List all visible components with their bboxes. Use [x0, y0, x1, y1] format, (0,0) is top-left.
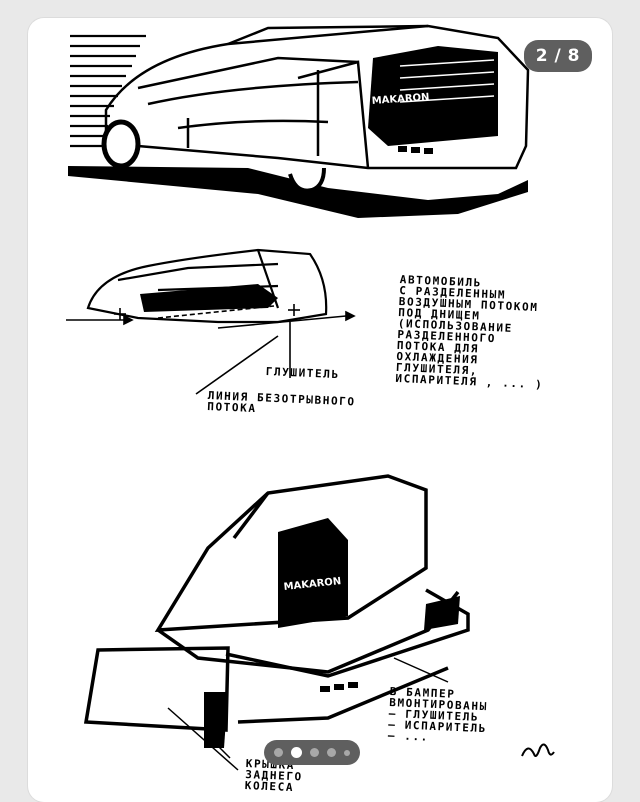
rear-glass-mid [140, 284, 278, 312]
rear-wheel-top [288, 167, 326, 193]
page-dot-4[interactable] [327, 748, 336, 757]
airflow-arrows [66, 305, 356, 395]
note-bumper-contents: В БАМПЕР ВМОНТИРОВАНЫ – ГЛУШИТЕЛЬ – ИСПА… [387, 685, 489, 744]
bumper-vent [424, 596, 460, 630]
page-dot-2-active[interactable] [291, 747, 302, 758]
callout-leaders [167, 657, 449, 771]
car-body-top [104, 24, 530, 170]
speed-lines [70, 34, 146, 148]
front-wheel-top [101, 119, 141, 169]
wheel-cover-opening [204, 692, 228, 748]
page-dot-3[interactable] [310, 748, 319, 757]
car-profile-mid [86, 248, 328, 324]
pagination-dots[interactable] [264, 740, 360, 765]
image-counter-badge: 2 / 8 [523, 40, 592, 72]
brand-badge-side: MAKARON [371, 92, 429, 107]
rear-window-bottom [278, 518, 348, 628]
image-card: MAKARON [28, 18, 612, 802]
reference-crosses [114, 304, 300, 320]
label-muffler: ГЛУШИТЕЛЬ [265, 365, 340, 382]
concept-car-sketch: MAKARON [66, 24, 530, 771]
note-split-airflow: АВТОМОБИЛЬ С РАЗДЕЛЕННЫМ ВОЗДУШНЫМ ПОТОК… [395, 273, 544, 392]
artist-signature [521, 743, 555, 757]
page-dot-1[interactable] [274, 748, 283, 757]
rear-window-top [368, 46, 498, 146]
ground-shadow [68, 166, 528, 218]
page-dot-5[interactable] [344, 749, 350, 756]
